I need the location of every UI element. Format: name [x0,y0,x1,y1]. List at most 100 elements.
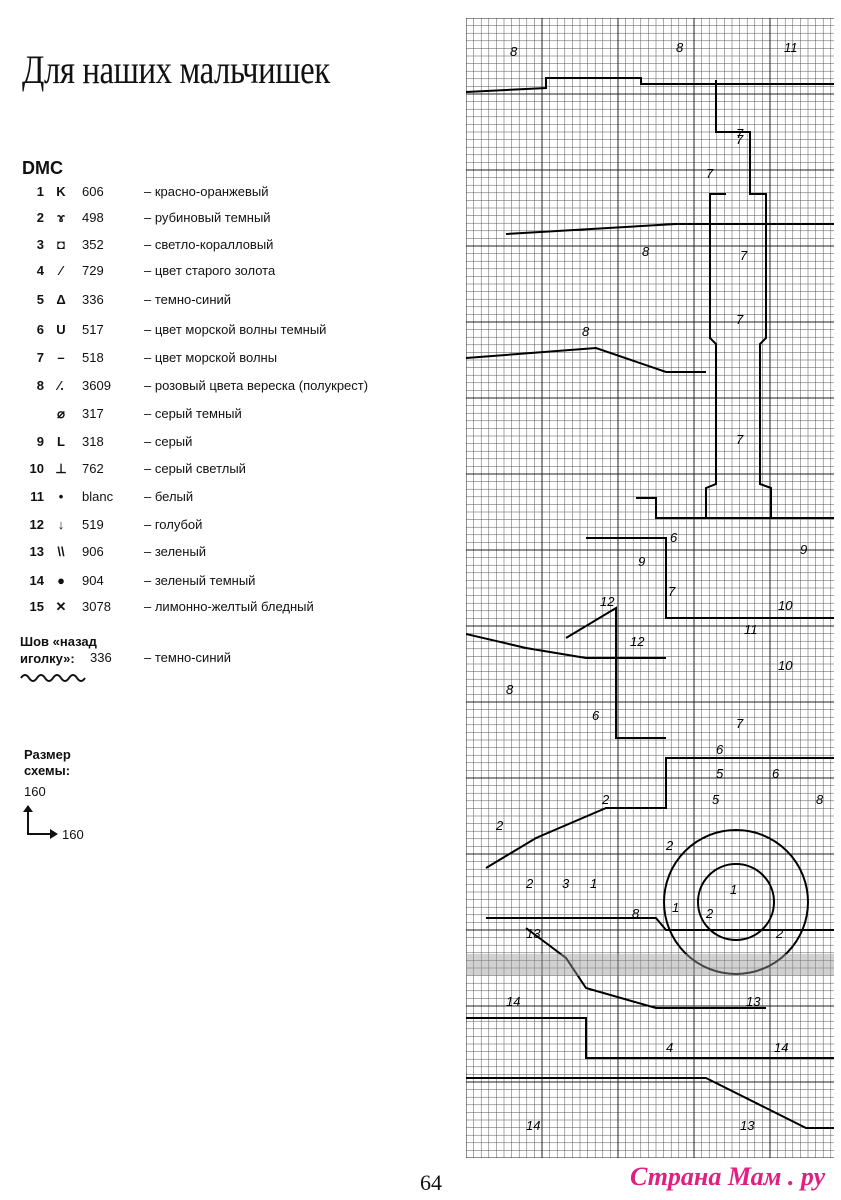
chart-region-number: 14 [526,1118,540,1133]
size-label-line1: Размер [24,747,71,763]
legend-color-name: – цвет старого золота [144,263,275,278]
legend-color-name: – серый темный [144,406,242,421]
legend-dmc-code: 906 [82,544,104,559]
size-label-line2: схемы: [24,763,71,779]
chart-grass-band [466,954,834,976]
chart-region-number: 8 [506,682,514,697]
legend-dmc-code: 762 [82,461,104,476]
legend-symbol: ⌀ [51,406,71,422]
legend-color-name: – светло-коралловый [144,237,273,252]
legend-color-name: – красно-оранжевый [144,184,269,199]
chart-grid [466,18,834,1158]
legend-number: 1 [18,184,44,199]
chart-region-number: 12 [600,594,615,609]
legend-number: 10 [18,461,44,476]
chart-region-number: 6 [716,742,724,757]
chart-region-number: 12 [630,634,645,649]
chart-region-number: 11 [784,40,798,55]
chart-region-number: 11 [744,622,758,637]
legend-symbol: U [51,322,71,337]
legend-dmc-code: 606 [82,184,104,199]
legend-number: 9 [18,434,44,449]
chart-outline [506,224,834,234]
chart-wheel [664,830,808,974]
chart-outline [486,758,834,868]
legend-number: 3 [18,237,44,252]
legend-dmc-code: 336 [82,292,104,307]
chart-region-number: 1 [730,882,737,897]
chart-region-number: 8 [642,244,650,259]
chart-region-number: 5 [712,792,720,807]
legend-symbol: ɤ [51,210,71,225]
chart-region-number: 7 [736,716,744,731]
legend-dmc-code: 498 [82,210,104,225]
chart-region-number: 2 [495,818,504,833]
chart-region-number: 14 [506,994,520,1009]
backstitch-label: Шов «назад иголку»: [20,633,97,667]
chart-region-number: 2 [525,876,534,891]
legend-symbol: \\ [51,544,71,559]
chart-region-number: 10 [778,598,793,613]
legend-color-name: – цвет морской волны [144,350,277,365]
chart-outline [466,1078,834,1128]
chart-region-number: 2 [775,926,784,941]
legend-number: 7 [18,350,44,365]
legend-symbol: ◘ [51,237,71,252]
legend-number: 6 [18,322,44,337]
legend-symbol: Δ [51,292,71,307]
chart-region-number: 8 [510,44,518,59]
legend-number: 13 [18,544,44,559]
legend-color-name: – рубиновый темный [144,210,271,225]
chart-region-number: 13 [746,994,761,1009]
legend-dmc-code: 519 [82,517,104,532]
legend-color-name: – голубой [144,517,202,532]
chart-region-number: 6 [592,708,600,723]
backstitch-name: – темно-синий [144,650,231,665]
chart-region-number: 5 [716,766,724,781]
legend-color-name: – темно-синий [144,292,231,307]
legend-symbol: ● [51,573,71,588]
legend-dmc-code: 729 [82,263,104,278]
chart-region-number: 9 [638,554,645,569]
legend-dmc-code: 317 [82,406,104,421]
chart-region-number: 8 [676,40,684,55]
chart-region-number: 7 [706,166,714,181]
chart-region-number: 1 [672,900,679,915]
page-number: 64 [420,1170,442,1196]
legend-dmc-code: 518 [82,350,104,365]
legend-number: 11 [18,489,44,504]
chart-region-number: 6 [670,530,678,545]
backstitch-code: 336 [90,650,112,665]
legend-dmc-code: 3078 [82,599,111,614]
legend-symbol: ⊥ [51,461,71,477]
legend-symbol: • [51,489,71,504]
legend-dmc-code: blanc [82,489,113,504]
page-title: Для наших мальчишек [22,46,330,93]
size-arrow-icon [20,804,62,840]
legend-dmc-code: 517 [82,322,104,337]
legend-number: 15 [18,599,44,614]
chart-outline [636,498,834,518]
legend-color-name: – лимонно-желтый бледный [144,599,314,614]
legend-number: 2 [18,210,44,225]
legend-symbol: ∕. [51,378,71,393]
legend-symbol: K [51,184,71,199]
chart-outline [466,78,834,92]
chart-region-number: 2 [705,906,714,921]
chart-region-number: 7 [736,432,744,447]
legend-color-name: – серый [144,434,192,449]
chart-region-number: 6 [772,766,780,781]
legend-dmc-code: 3609 [82,378,111,393]
legend-number: 12 [18,517,44,532]
legend-number: 5 [18,292,44,307]
watermark: Страна Мам . ру [630,1162,825,1192]
chart-outline [566,608,666,738]
legend-color-name: – зеленый [144,544,206,559]
chart-region-number: 4 [666,1040,673,1055]
legend-symbol: – [51,350,71,365]
chart-region-number: 14 [774,1040,788,1055]
legend-number: 14 [18,573,44,588]
chart-region-number: 8 [816,792,824,807]
chart-region-number: 1 [590,876,597,891]
legend-number: 8 [18,378,44,393]
